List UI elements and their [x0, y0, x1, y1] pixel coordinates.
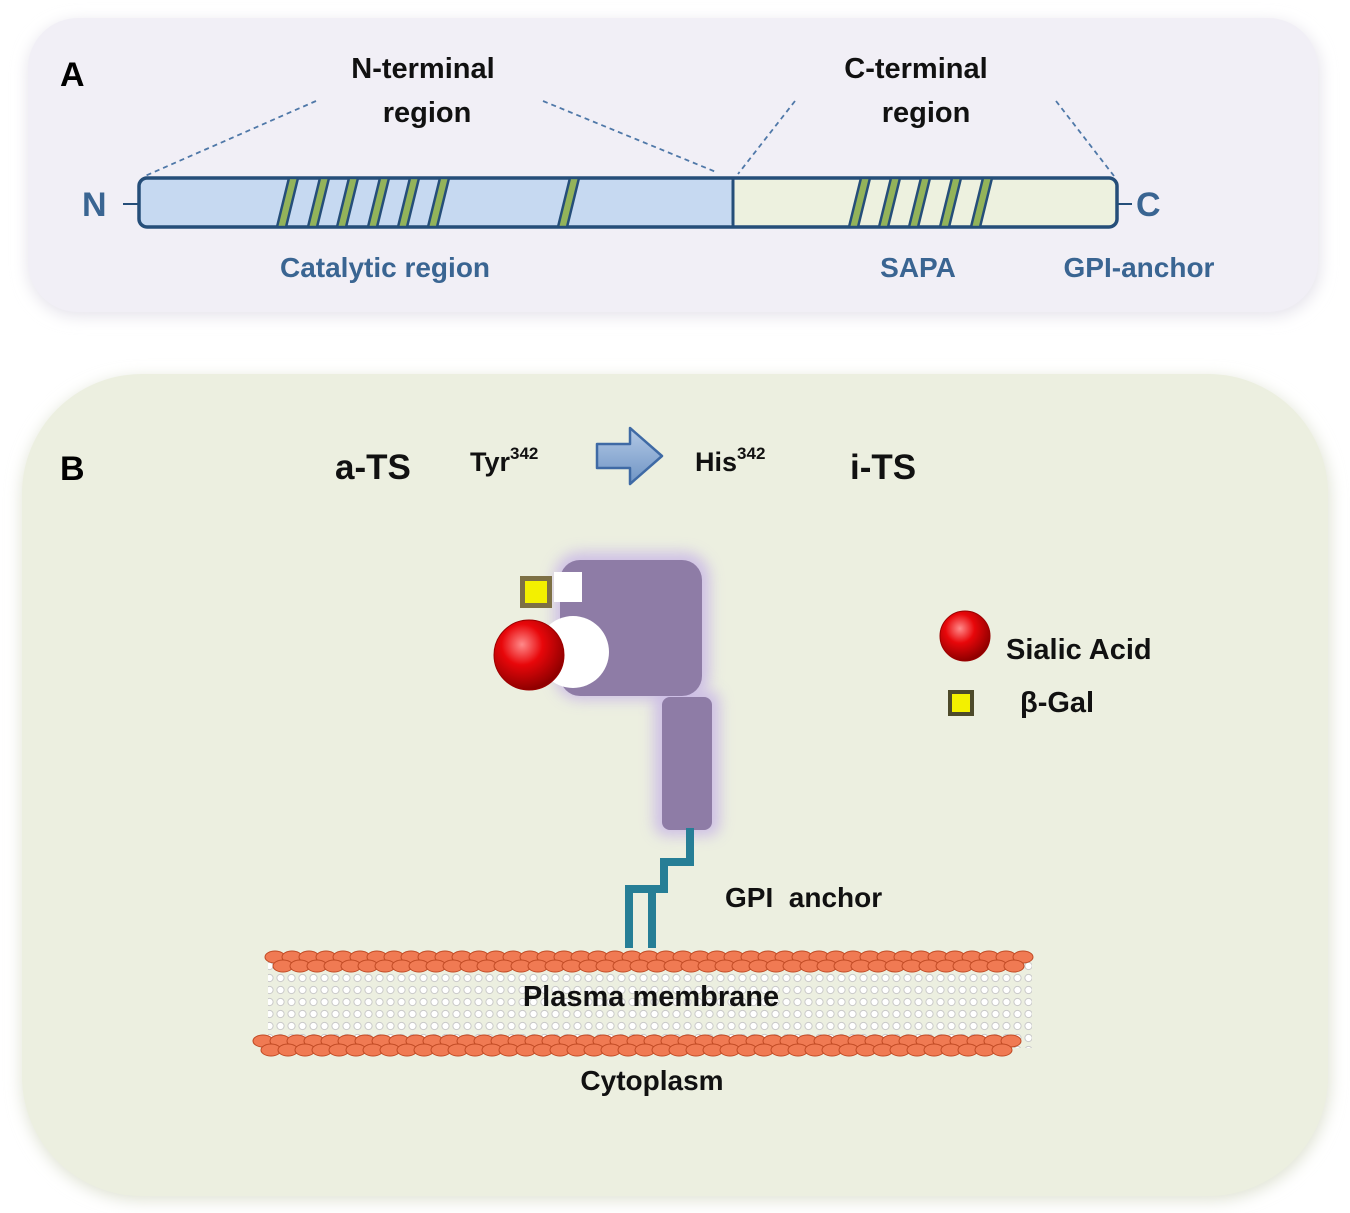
motif-stripe: [969, 176, 994, 229]
motif-stripe: [847, 176, 872, 229]
plasma-membrane-label: Plasma membrane: [523, 981, 779, 1013]
legend: Sialic Acid β-Gal: [939, 610, 1152, 719]
sapa-label: SAPA: [880, 252, 956, 283]
motif-stripe: [907, 176, 932, 229]
legend-sialic-acid-label: Sialic Acid: [1006, 634, 1152, 666]
lipid-tail-layer: [268, 960, 1032, 1048]
mutation-arrow-icon: [595, 426, 664, 486]
active-ts-label: a-TS: [335, 448, 411, 487]
motif-stripe: [938, 176, 963, 229]
c-terminal-region-label: C-terminal region: [844, 53, 995, 129]
bound-beta-gal-inner: [525, 581, 547, 603]
stalk-domain-shape: [662, 697, 712, 830]
bound-sialic-acid-icon: [493, 619, 565, 691]
legend-sialic-acid-icon: [939, 610, 991, 662]
membrane-bottom-heads: [252, 1034, 1022, 1057]
mutation-to-label: His342: [695, 444, 765, 477]
panel-a-label: A: [60, 56, 85, 94]
trans-sialidase-protein: [493, 552, 720, 836]
legend-beta-gal-inner: [952, 694, 970, 712]
lipid-head: [1003, 959, 1025, 973]
plasma-membrane: [252, 950, 1034, 1057]
cytoplasm-label: Cytoplasm: [580, 1065, 723, 1096]
membrane-top-heads: [264, 950, 1034, 973]
motif-stripe: [556, 176, 581, 229]
c-terminus-label: C: [1136, 186, 1161, 224]
panel-b-label: B: [60, 450, 85, 488]
motif-stripes: [275, 176, 994, 229]
mutation-from-label: Tyr342: [470, 444, 538, 477]
inactive-ts-label: i-TS: [850, 448, 916, 487]
lipid-head: [991, 1043, 1013, 1057]
motif-stripe: [426, 176, 451, 229]
n-terminal-region-label: N-terminal region: [351, 53, 502, 129]
motif-stripe: [306, 176, 331, 229]
motif-stripe: [335, 176, 360, 229]
region-guide-lines: [144, 100, 1115, 177]
panel-b: B a-TS Tyr342 His342 i-TS GPI anchor: [22, 374, 1330, 1200]
gpi-anchor-label-a: GPI-anchor: [1064, 252, 1215, 283]
gpi-anchor-label-b: GPI anchor: [725, 882, 882, 913]
gpi-anchor-shape: [625, 828, 694, 948]
legend-beta-gal-label: β-Gal: [1020, 687, 1094, 719]
motif-stripe: [366, 176, 391, 229]
panel-a-background: [28, 18, 1318, 312]
motif-stripe: [275, 176, 300, 229]
catalytic-region-label: Catalytic region: [280, 252, 490, 283]
panel-a: A N-terminal region C-terminal region N …: [28, 18, 1320, 316]
protein-bar-outline: [137, 176, 1119, 229]
motif-stripe: [877, 176, 902, 229]
n-terminus-label: N: [82, 186, 107, 224]
motif-stripe: [396, 176, 421, 229]
galactose-binding-pocket: [554, 572, 582, 602]
